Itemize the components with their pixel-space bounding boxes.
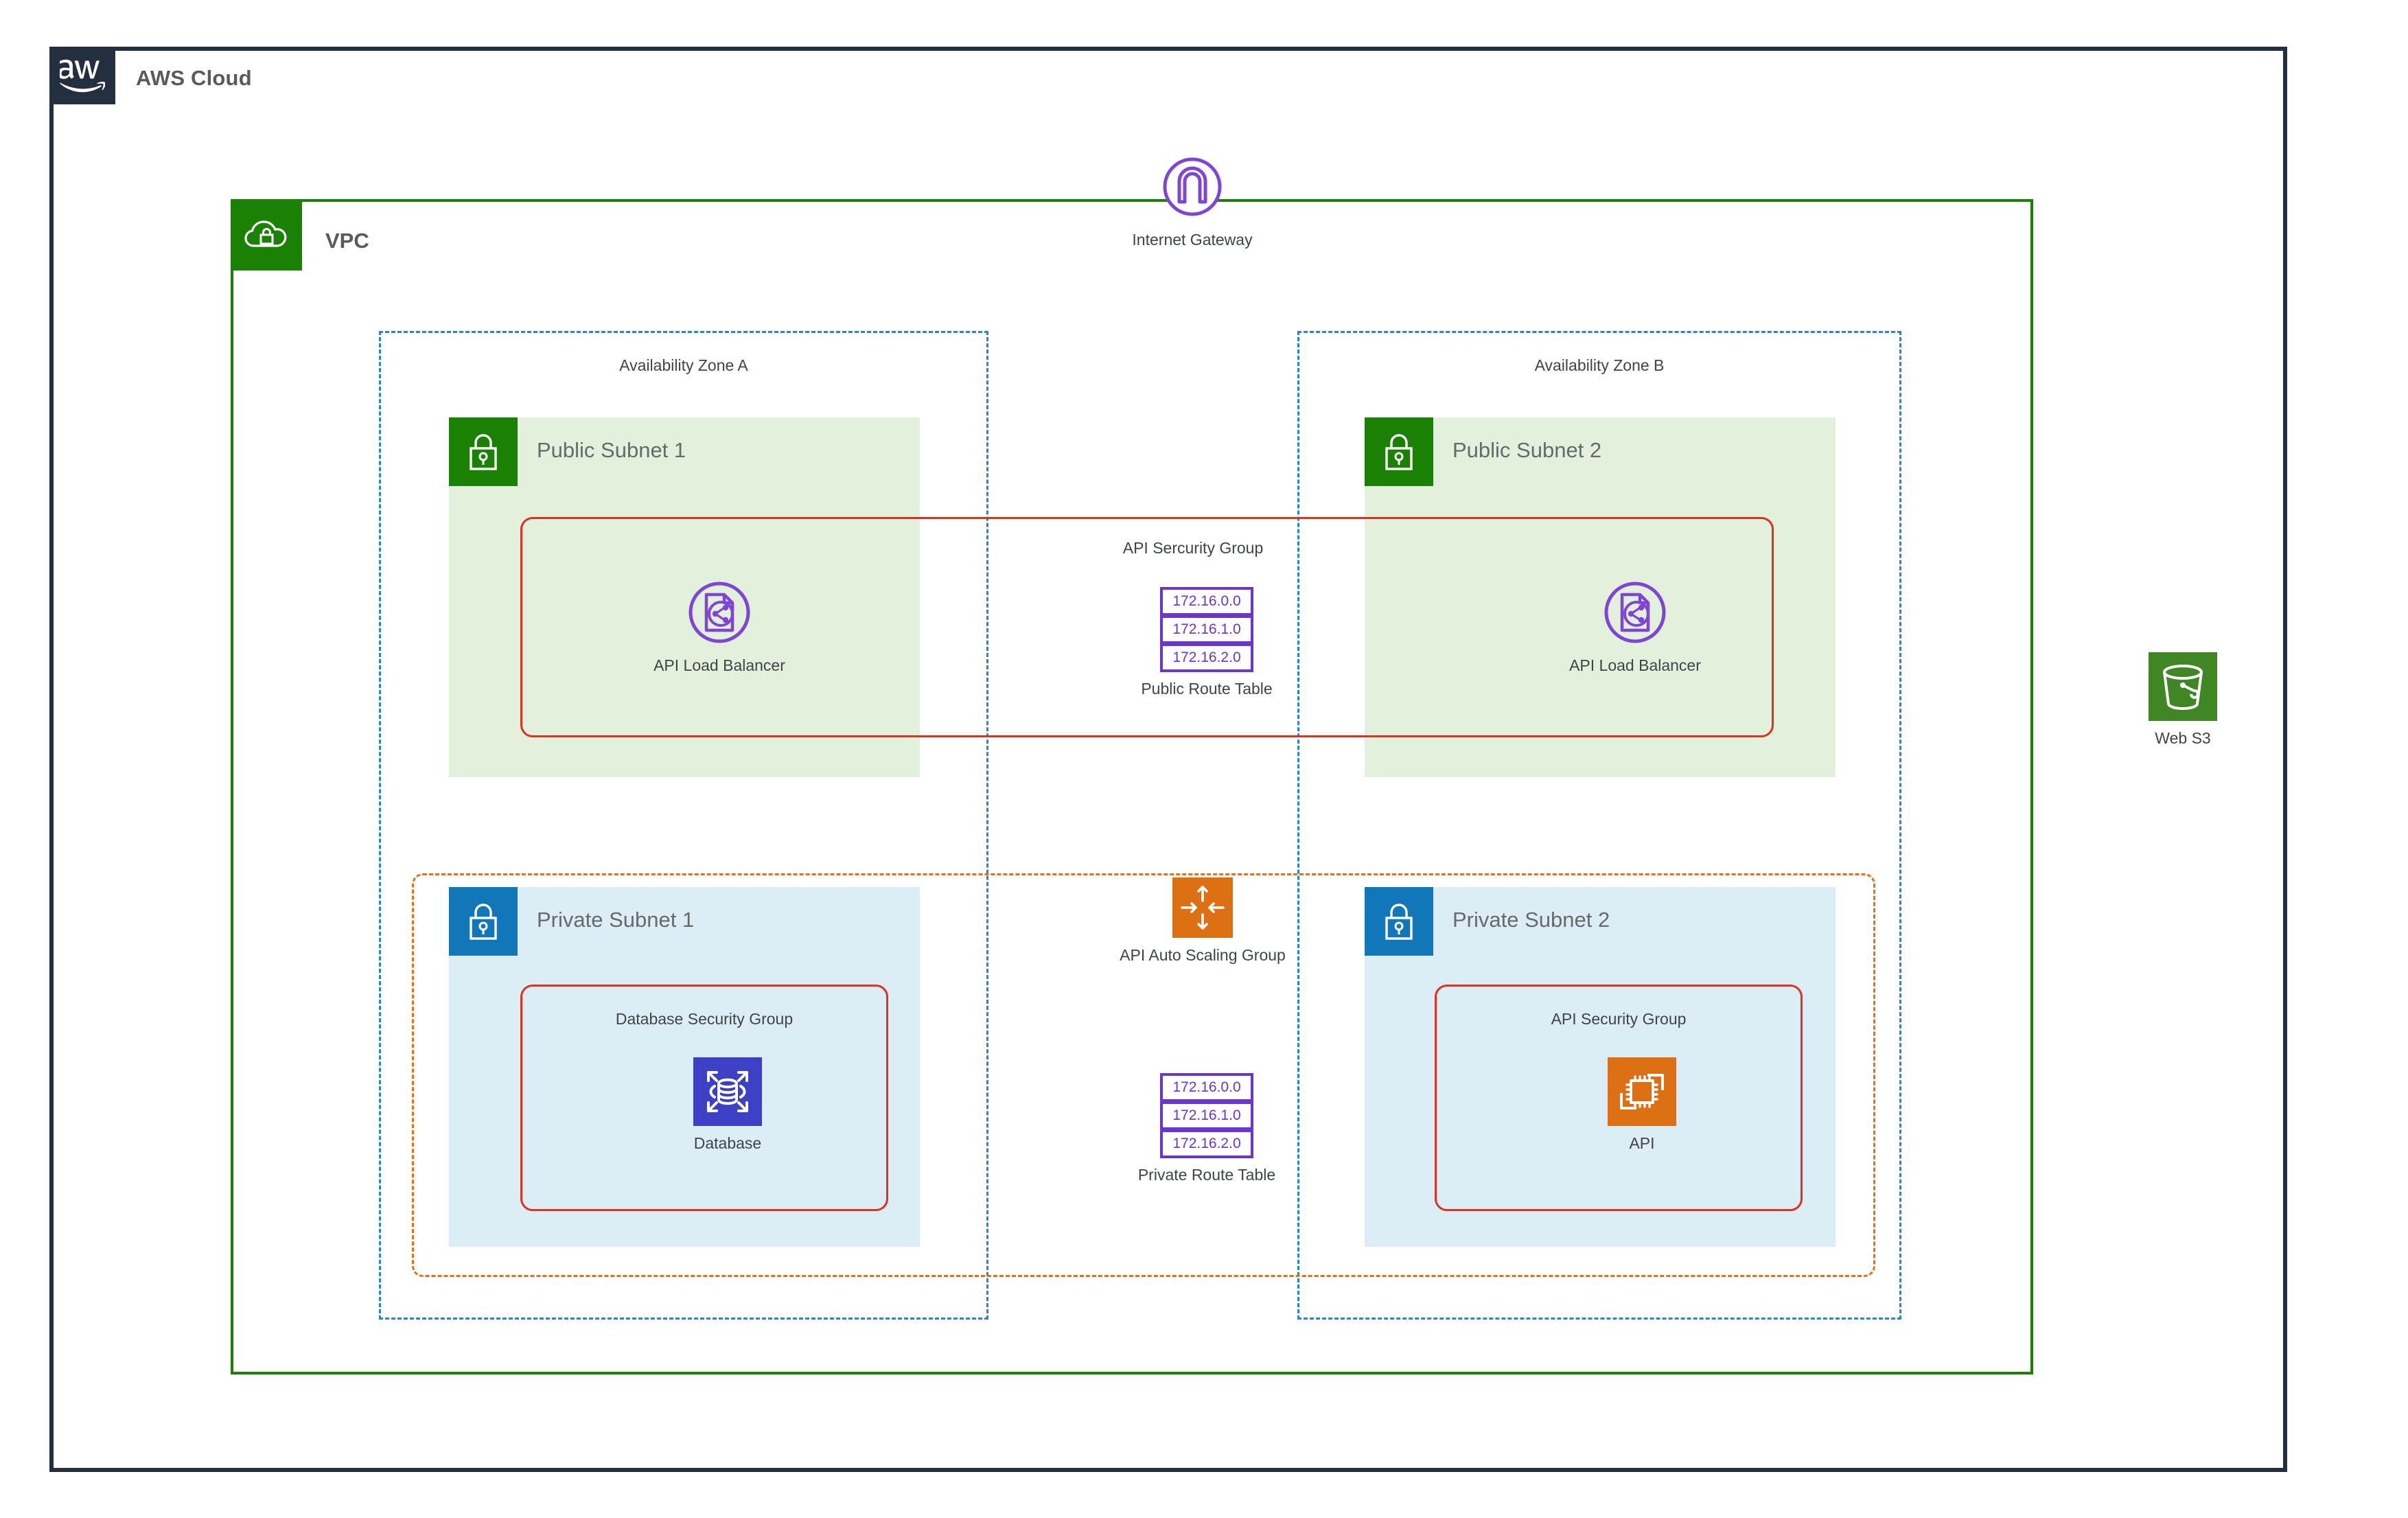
aws-logo-icon bbox=[49, 47, 115, 104]
web-s3-label: Web S3 bbox=[2155, 729, 2211, 747]
route-row: 172.16.0.0 bbox=[1160, 587, 1253, 616]
load-balancer-icon bbox=[623, 577, 815, 648]
s3-bucket-icon bbox=[2087, 652, 2279, 721]
api-load-balancer-1-node[interactable]: API Load Balancer bbox=[623, 577, 815, 675]
private-subnets-group-boundary bbox=[412, 873, 1875, 1277]
internet-gateway-label: Internet Gateway bbox=[1132, 231, 1253, 249]
availability-zone-b-label: Availability Zone B bbox=[1534, 356, 1665, 374]
route-row: 172.16.1.0 bbox=[1160, 1101, 1253, 1130]
api-load-balancer-1-label: API Load Balancer bbox=[653, 656, 785, 674]
vpc-boundary bbox=[231, 199, 2033, 1375]
private-route-table[interactable]: 172.16.0.0 172.16.1.0 172.16.2.0 Private… bbox=[1090, 1073, 1323, 1184]
route-row: 172.16.0.0 bbox=[1160, 1073, 1253, 1102]
private-subnet-2[interactable]: Private Subnet 2 bbox=[1365, 887, 1836, 1247]
padlock-icon bbox=[1365, 417, 1433, 486]
database-security-group-boundary: Database Security Group bbox=[520, 985, 888, 1211]
ec2-instance-icon bbox=[1546, 1057, 1738, 1126]
public-route-table-label: Public Route Table bbox=[1141, 680, 1273, 698]
private-route-table-rows: 172.16.0.0 172.16.1.0 172.16.2.0 bbox=[1160, 1073, 1253, 1158]
api-label: API bbox=[1629, 1134, 1655, 1152]
availability-zone-a-label: Availability Zone A bbox=[619, 356, 748, 374]
internet-gateway-node[interactable]: Internet Gateway bbox=[1107, 152, 1278, 249]
database-security-group-label: Database Security Group bbox=[615, 1010, 794, 1028]
api-security-group-private-label: API Security Group bbox=[1551, 1010, 1687, 1028]
public-route-table-rows: 172.16.0.0 172.16.1.0 172.16.2.0 bbox=[1160, 587, 1253, 672]
route-row: 172.16.2.0 bbox=[1160, 1129, 1253, 1158]
api-load-balancer-2-label: API Load Balancer bbox=[1569, 656, 1701, 674]
availability-zone-b: Availability Zone B bbox=[1297, 331, 1901, 1320]
public-subnet-2-label: Public Subnet 2 bbox=[1452, 438, 1602, 462]
api-security-group-public-label: API Sercurity Group bbox=[1122, 539, 1264, 557]
vpc-cloud-lock-icon bbox=[231, 199, 302, 271]
aws-cloud-boundary bbox=[49, 47, 2287, 1472]
private-subnet-2-label: Private Subnet 2 bbox=[1452, 908, 1610, 932]
padlock-icon bbox=[449, 417, 518, 486]
public-subnet-1-label: Public Subnet 1 bbox=[537, 438, 686, 462]
public-subnet-2[interactable]: Public Subnet 2 bbox=[1365, 417, 1836, 777]
public-route-table[interactable]: 172.16.0.0 172.16.1.0 172.16.2.0 Public … bbox=[1090, 587, 1323, 698]
database-label: Database bbox=[693, 1134, 762, 1152]
web-s3-node[interactable]: Web S3 bbox=[2087, 652, 2279, 748]
availability-zone-a: Availability Zone A bbox=[379, 331, 988, 1320]
route-row: 172.16.1.0 bbox=[1160, 615, 1253, 644]
padlock-icon bbox=[1365, 887, 1433, 956]
database-icon bbox=[632, 1057, 824, 1126]
api-load-balancer-2-node[interactable]: API Load Balancer bbox=[1539, 577, 1731, 675]
padlock-icon bbox=[449, 887, 518, 956]
internet-gateway-icon bbox=[1158, 152, 1227, 221]
private-subnet-1-label: Private Subnet 1 bbox=[537, 908, 695, 932]
auto-scaling-icon bbox=[1107, 877, 1299, 938]
database-node[interactable]: Database bbox=[632, 1057, 824, 1153]
load-balancer-icon bbox=[1539, 577, 1731, 648]
private-subnet-1[interactable]: Private Subnet 1 bbox=[449, 887, 920, 1247]
vpc-title: VPC bbox=[325, 229, 369, 253]
route-row: 172.16.2.0 bbox=[1160, 643, 1253, 672]
api-security-group-private-boundary: API Security Group bbox=[1435, 985, 1803, 1211]
private-route-table-label: Private Route Table bbox=[1137, 1166, 1276, 1184]
aws-cloud-title: AWS Cloud bbox=[136, 66, 252, 90]
api-instance-node[interactable]: API bbox=[1546, 1057, 1738, 1153]
api-auto-scaling-group-node[interactable]: API Auto Scaling Group bbox=[1107, 877, 1299, 965]
public-subnet-1[interactable]: Public Subnet 1 bbox=[449, 417, 920, 777]
api-security-group-public-boundary bbox=[520, 517, 1774, 737]
api-auto-scaling-group-label: API Auto Scaling Group bbox=[1120, 946, 1286, 964]
